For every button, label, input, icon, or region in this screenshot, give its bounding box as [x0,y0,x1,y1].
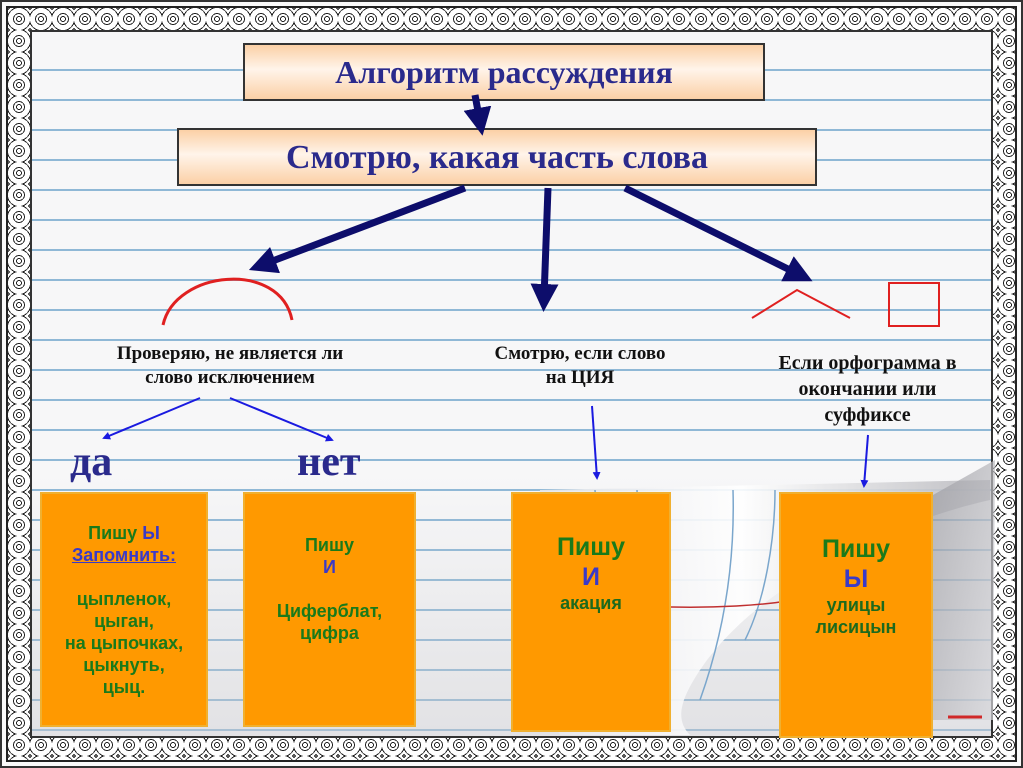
ending-square-icon [888,282,940,327]
card-word: цыпленок, [76,589,172,609]
label-line: Смотрю, если слово [494,343,666,364]
arrow-to-card-ending [860,434,869,488]
label-line: на ЦИЯ [545,367,615,388]
root-arc-icon [161,277,294,326]
card-word: акация [560,593,622,613]
card-heading: Пишу Ы [88,523,160,543]
arrow-to-no [229,397,334,442]
card-heading: Пишу [556,533,626,561]
answer-yes: да [70,439,113,485]
card-word: улицы [826,595,886,615]
card-word: на цыпочках, [64,633,184,653]
card-ending-write-y: Пишу Ы улицы лисицын [779,492,933,738]
label-check-exception: Проверяю, не является ли слово исключени… [60,342,400,390]
arrow-title-to-step [463,94,492,136]
arrow-to-cia [530,187,559,312]
card-word: Циферблат, [276,601,383,621]
card-letter: И [582,563,600,591]
label-line: суффиксе [824,404,911,426]
step-which-part-of-word: Смотрю, какая часть слова [177,128,817,186]
card-word: цыган, [94,611,154,631]
algorithm-title: Алгоритм рассуждения [243,43,765,101]
card-word: цыц. [102,677,146,697]
card-exception-write-y: Пишу Ы Запомнить: цыпленок, цыган, на цы… [40,492,208,727]
label-line: слово исключением [145,367,315,388]
card-heading: Пишу [821,535,891,563]
label-line: Если орфограмма в [778,352,957,374]
card-word: лисицын [815,617,897,637]
card-letter: Ы [142,523,160,543]
arrow-to-root [248,184,467,274]
arrow-to-card-cia [591,405,601,480]
label-ending-or-suffix: Если орфограмма в окончании или суффиксе [745,350,990,428]
answer-no: нет [297,439,361,485]
card-word: цифра [300,623,359,643]
card-heading: Пишу [304,535,355,555]
card-word: цыкнуть, [83,655,165,675]
remember-label: Запомнить: [71,545,177,565]
card-letter: Ы [843,565,869,593]
card-cia-write-i: Пишу И акация [511,492,671,732]
arrow-to-yes [102,397,201,440]
suffix-caret-icon [751,288,851,319]
label-cia-ending: Смотрю, если слово на ЦИЯ [450,342,710,390]
label-line: окончании или [798,378,937,400]
label-line: Проверяю, не является ли [116,343,344,364]
arrow-to-ending [623,184,813,282]
card-no-exception-write-i: Пишу И Циферблат, цифра [243,492,416,727]
card-letter: И [323,557,336,577]
